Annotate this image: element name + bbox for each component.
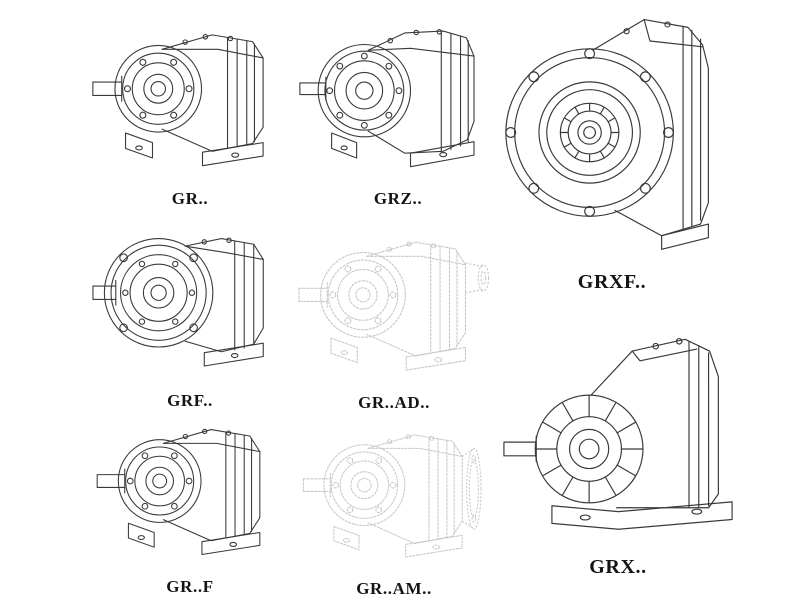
- product-label-gr-f: GR..F: [166, 577, 214, 596]
- product-label-gr-am: GR..AM..: [356, 579, 432, 598]
- product-label-grz: GRZ..: [373, 189, 423, 208]
- input-adapter-detail: [465, 262, 490, 294]
- product-grz: GRZ..: [294, 6, 502, 209]
- gearbox-drawing-gr: [89, 6, 291, 184]
- product-grxf: GRXF..: [496, 4, 728, 294]
- gearbox-drawing-grz: [297, 6, 499, 184]
- gearbox-drawing-grxf: [500, 4, 724, 262]
- product-label-gr: GR..: [171, 189, 209, 208]
- product-label-gr-ad: GR..AD..: [358, 393, 430, 412]
- product-gr-ad: GR..AD..: [290, 214, 498, 413]
- gearbox-drawing-gr-f: [93, 402, 287, 572]
- product-gr: GR..: [86, 6, 294, 209]
- product-label-grx: GRX..: [589, 556, 647, 578]
- gearbox-drawing-grf: [90, 210, 290, 386]
- product-grx: GRX..: [498, 302, 738, 579]
- product-label-grf: GRF..: [167, 391, 213, 410]
- product-gr-f: GR..F: [86, 402, 294, 597]
- product-gr-am: GR..AM..: [290, 408, 498, 599]
- product-grf: GRF..: [86, 210, 294, 411]
- gearbox-drawing-grx: [501, 302, 736, 547]
- gearbox-drawing-gr-ad: [295, 214, 490, 388]
- product-label-grxf: GRXF..: [577, 271, 647, 293]
- motor-flange-detail: [461, 447, 482, 530]
- gearbox-drawing-gr-am: [299, 408, 482, 574]
